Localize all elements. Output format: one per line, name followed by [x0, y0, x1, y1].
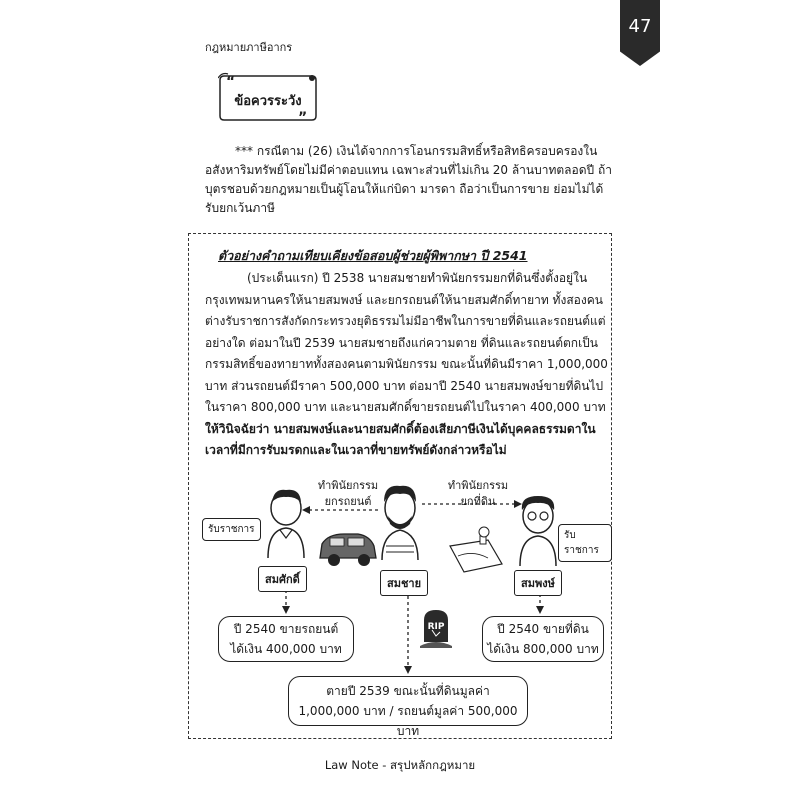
svg-text:”: ” [298, 110, 307, 124]
running-header: กฎหมายภาษีอากร [205, 41, 293, 54]
example-title: ตัวอย่างคำถามเทียบเคียงข้อสอบผู้ช่วยผู้พ… [218, 248, 528, 263]
car-icon [319, 533, 377, 566]
example-frame [188, 233, 612, 739]
will-car-label: ทำพินัยกรรม ยกรถยนต์ [312, 478, 384, 510]
gov-tag-right: รับราชการ [558, 524, 612, 562]
box-sompong-sale: ปี 2540 ขายที่ดิน ได้เงิน 800,000 บาท [482, 616, 604, 662]
rip-text: RIP [427, 622, 445, 632]
will-land-label: ทำพินัยกรรม ยกที่ดิน [440, 478, 516, 510]
diagram-drawing [267, 485, 557, 674]
person-left-icon [267, 489, 305, 559]
name-tag-somsak: สมศักดิ์ [258, 566, 307, 592]
box-right-line2: ได้เงิน 800,000 บาท [487, 642, 599, 656]
caution-label: ข้อควรระวัง [234, 94, 302, 109]
will-land-line2: ยกที่ดิน [460, 495, 496, 508]
box-death-value: ตายปี 2539 ขณะนั้นที่ดินมูลค่า 1,000,000… [288, 676, 528, 738]
box-left-line1: ปี 2540 ขายรถยนต์ [233, 622, 339, 636]
box-bottom-line2: 1,000,000 บาท / รถยนต์มูลค่า 500,000 บาท [298, 704, 518, 738]
svg-text:“: “ [226, 74, 235, 90]
name-tag-sompong: สมพงษ์ [514, 570, 562, 596]
caution-frame-icon: “ ” [218, 72, 317, 124]
intro-paragraph: *** กรณีตาม (26) เงินได้จากการโอนกรรมสิท… [205, 144, 612, 215]
box-right-line1: ปี 2540 ขายที่ดิน [497, 622, 589, 636]
box-somsak-sale: ปี 2540 ขายรถยนต์ ได้เงิน 400,000 บาท [218, 616, 354, 662]
will-car-line1: ทำพินัยกรรม [317, 479, 379, 492]
gov-tag-left: รับราชการ [202, 518, 261, 541]
page-number-badge: 47 [620, 0, 660, 66]
page-number: 47 [628, 16, 652, 37]
page-footer: Law Note - สรุปหลักกฎหมาย [324, 758, 476, 772]
example-question: ให้วินิจฉัยว่า นายสมพงษ์และนายสมศักดิ์ต้… [205, 421, 596, 458]
will-car-line2: ยกรถยนต์ [324, 495, 372, 508]
box-bottom-line1: ตายปี 2539 ขณะนั้นที่ดินมูลค่า [326, 684, 490, 698]
inheritance-diagram: ทำพินัยกรรม ยกรถยนต์ ทำพินัยกรรม ยกที่ดิ… [188, 470, 612, 738]
box-left-line2: ได้เงิน 400,000 บาท [230, 642, 342, 656]
land-map-icon [449, 526, 503, 573]
tombstone-icon [420, 610, 452, 648]
will-land-line1: ทำพินัยกรรม [447, 479, 509, 492]
person-center-icon [381, 485, 419, 561]
example-body: (ประเด็นแรก) ปี 2538 นายสมชายทำพินัยกรรม… [205, 268, 617, 462]
person-right-icon [519, 496, 557, 567]
name-tag-somchai: สมชาย [380, 570, 429, 596]
example-body-text: (ประเด็นแรก) ปี 2538 นายสมชายทำพินัยกรรม… [205, 271, 608, 414]
